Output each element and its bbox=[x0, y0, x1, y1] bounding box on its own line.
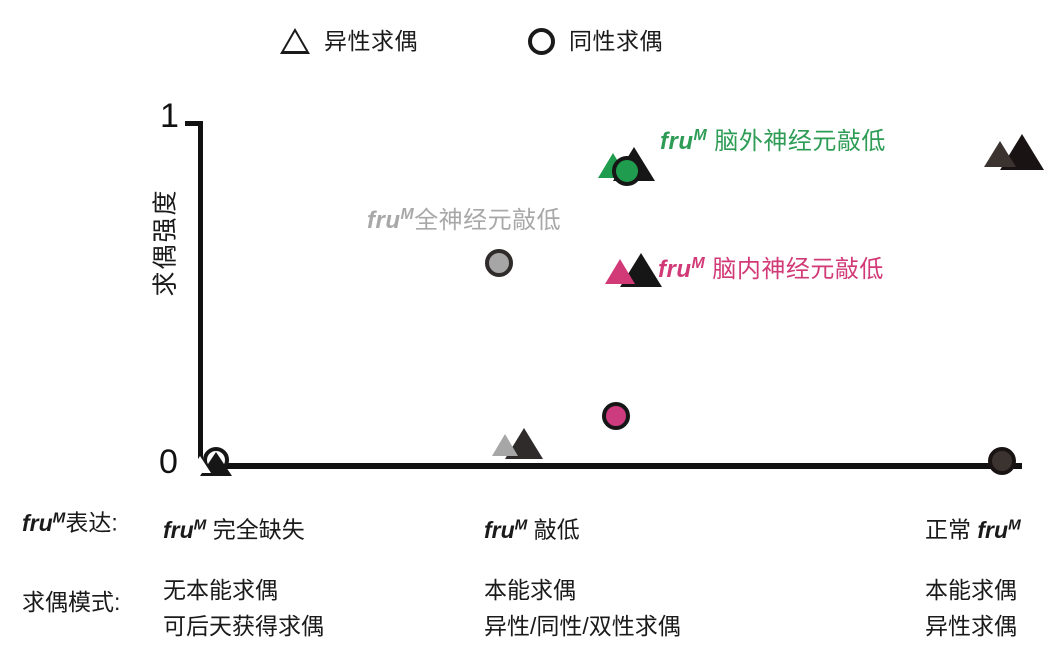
row-label-courtship-mode: 求偶模式: bbox=[22, 591, 120, 614]
y-axis-tick-label-0: 0 bbox=[159, 443, 178, 481]
marker-triangle-pan-neuronal-gray bbox=[492, 428, 543, 459]
y-axis-tick-label-1: 1 bbox=[160, 97, 179, 135]
annotation-extrabrain-knockdown: fruM 脑外神经元敲低 bbox=[660, 128, 886, 154]
cell-expression-col3: 正常 fruM bbox=[925, 510, 1021, 545]
cell-mode-col3-line1: 本能求偶 bbox=[925, 577, 1017, 603]
legend-item-homosexual: 同性求偶 bbox=[528, 27, 663, 55]
annotation-pink-sup: M bbox=[691, 255, 706, 272]
cell-mode-col3-line2: 异性求偶 bbox=[925, 613, 1017, 639]
row-label-expression-sup: M bbox=[52, 509, 66, 526]
marker-circle-wildtype-dark bbox=[988, 447, 1016, 475]
annotation-pan-neuronal-knockdown: fruM全神经元敲低 bbox=[367, 207, 561, 233]
row-label-expression-gene: fru bbox=[22, 509, 53, 536]
cell-mode-col2-line2: 异性/同性/双性求偶 bbox=[484, 613, 681, 639]
row-label-mode-text: 求偶模式: bbox=[22, 589, 121, 615]
cell-mode-col1-line2: 可后天获得求偶 bbox=[163, 613, 324, 639]
cell-col3-text: 正常 bbox=[925, 516, 978, 543]
y-axis-line bbox=[198, 121, 203, 468]
cell-expression-col2: fruM 敲低 bbox=[484, 510, 580, 545]
circle-outline-icon bbox=[528, 27, 555, 55]
cell-mode-col2-line1: 本能求偶 bbox=[484, 577, 576, 603]
marker-triangle-null-white bbox=[189, 452, 232, 476]
y-axis-title: 求偶强度 bbox=[151, 188, 180, 297]
annotation-green-gene: fru bbox=[660, 128, 694, 155]
annotation-pink-gene: fru bbox=[658, 256, 692, 283]
cell-col3-gene: fru bbox=[977, 516, 1009, 543]
marker-circle-brain-pink bbox=[602, 402, 630, 430]
marker-triangle-wildtype-dark bbox=[984, 134, 1044, 170]
bottom-annotation-table: fruM表达: 求偶模式: fruM 完全缺失 无本能求偶 可后天获得求偶 fr… bbox=[0, 492, 1056, 650]
cell-expression-col1: fruM 完全缺失 bbox=[163, 510, 305, 545]
row-label-expression-text: 表达: bbox=[65, 509, 118, 536]
cell-col1-sup: M bbox=[193, 516, 207, 533]
triangle-outline-icon bbox=[280, 28, 310, 54]
marker-triangle-brain-pink bbox=[605, 253, 662, 287]
cell-mode-col1-line1: 无本能求偶 bbox=[163, 577, 278, 603]
annotation-gray-text: 全神经元敲低 bbox=[414, 207, 562, 234]
annotation-pink-text: 脑内神经元敲低 bbox=[705, 256, 884, 283]
annotation-green-sup: M bbox=[693, 127, 708, 144]
annotation-gray-sup: M bbox=[400, 206, 415, 223]
annotation-green-text: 脑外神经元敲低 bbox=[707, 128, 886, 155]
cell-col2-text: 敲低 bbox=[527, 516, 580, 543]
x-axis-line bbox=[198, 463, 1022, 469]
annotation-brain-knockdown: fruM 脑内神经元敲低 bbox=[658, 256, 884, 282]
cell-col1-gene: fru bbox=[163, 516, 194, 543]
cell-col1-text: 完全缺失 bbox=[206, 516, 305, 543]
legend: 异性求偶 同性求偶 bbox=[280, 18, 740, 64]
legend-item-heterosexual: 异性求偶 bbox=[280, 28, 418, 54]
marker-circle-extrabrain-green bbox=[612, 156, 642, 186]
y-axis-tick-top bbox=[185, 121, 203, 126]
annotation-gray-gene: fru bbox=[367, 207, 401, 234]
legend-label-homosexual: 同性求偶 bbox=[569, 27, 663, 54]
cell-col3-sup: M bbox=[1008, 516, 1021, 533]
cell-col2-gene: fru bbox=[484, 516, 515, 543]
row-label-expression: fruM表达: bbox=[22, 510, 118, 535]
legend-label-heterosexual: 异性求偶 bbox=[324, 27, 418, 54]
cell-col2-sup: M bbox=[514, 516, 528, 533]
marker-circle-pan-neuronal-gray bbox=[485, 249, 513, 277]
